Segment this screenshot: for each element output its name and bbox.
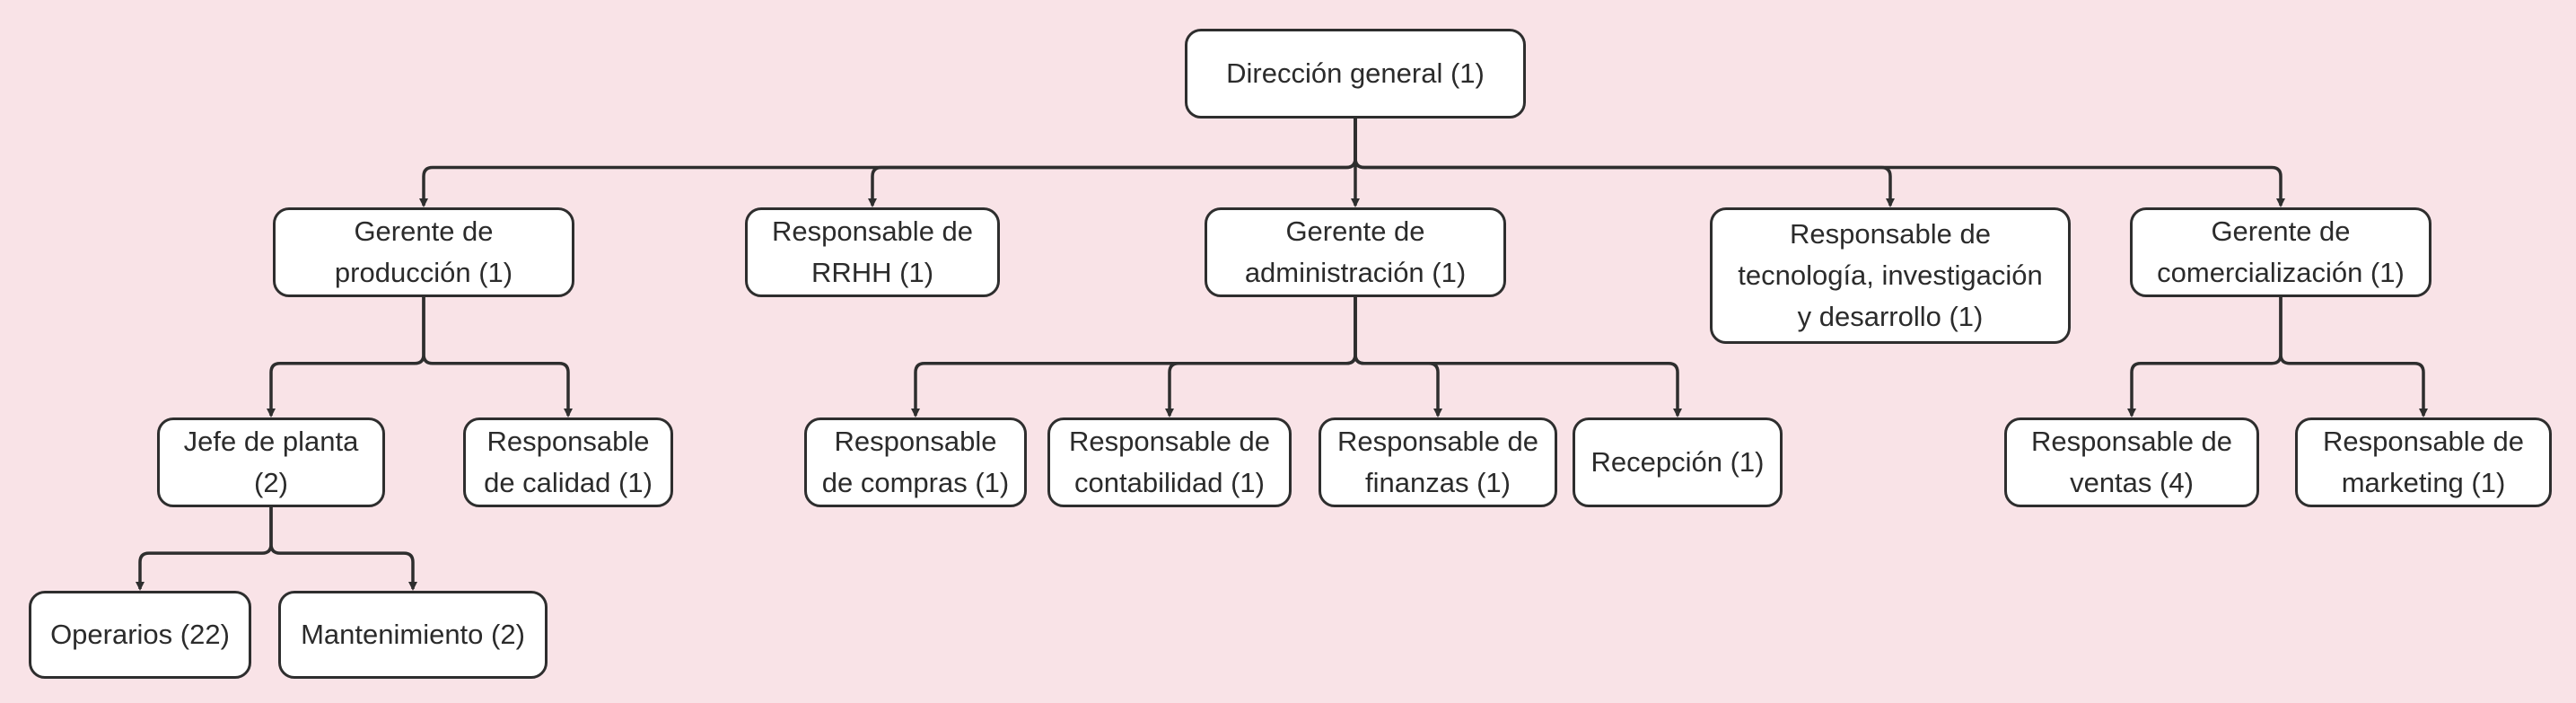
node-gerente-administracion: Gerente de administración (1): [1205, 207, 1506, 297]
connector-direccion-rrhh: [868, 119, 1357, 207]
node-operarios: Operarios (22): [29, 591, 251, 679]
connector-direccion-produccion: [419, 119, 1357, 207]
node-gerente-produccion: Gerente de producción (1): [273, 207, 574, 297]
connector-administracion-finanzas: [1354, 297, 1442, 417]
connector-direccion-comercializacion: [1354, 119, 2285, 207]
connector-administracion-contabilidad: [1165, 297, 1357, 417]
node-responsable-marketing: Responsable de marketing (1): [2295, 417, 2552, 507]
node-responsable-finanzas: Responsable de finanzas (1): [1319, 417, 1557, 507]
connector-comercializacion-ventas: [2127, 297, 2282, 417]
node-responsable-rrhh: Responsable de RRHH (1): [745, 207, 1000, 297]
node-responsable-contabilidad: Responsable de contabilidad (1): [1047, 417, 1292, 507]
connector-jefe_planta-mantenimiento: [269, 507, 417, 591]
connector-produccion-calidad: [422, 297, 573, 417]
node-responsable-tecnologia: Responsable de tecnología, investigación…: [1710, 207, 2071, 344]
node-jefe-planta: Jefe de planta (2): [157, 417, 385, 507]
connector-administracion-recepcion: [1354, 297, 1682, 417]
connector-administracion-compras: [911, 297, 1357, 417]
node-gerente-comercializacion: Gerente de comercialización (1): [2130, 207, 2431, 297]
connector-jefe_planta-operarios: [136, 507, 273, 591]
connector-comercializacion-marketing: [2279, 297, 2428, 417]
node-responsable-compras: Responsable de compras (1): [804, 417, 1027, 507]
node-recepcion: Recepción (1): [1573, 417, 1783, 507]
connector-direccion-tecnologia: [1354, 119, 1895, 207]
connector-produccion-jefe_planta: [267, 297, 425, 417]
node-responsable-calidad: Responsable de calidad (1): [463, 417, 673, 507]
node-responsable-ventas: Responsable de ventas (4): [2004, 417, 2259, 507]
node-mantenimiento: Mantenimiento (2): [278, 591, 548, 679]
node-direccion-general: Dirección general (1): [1185, 29, 1526, 119]
